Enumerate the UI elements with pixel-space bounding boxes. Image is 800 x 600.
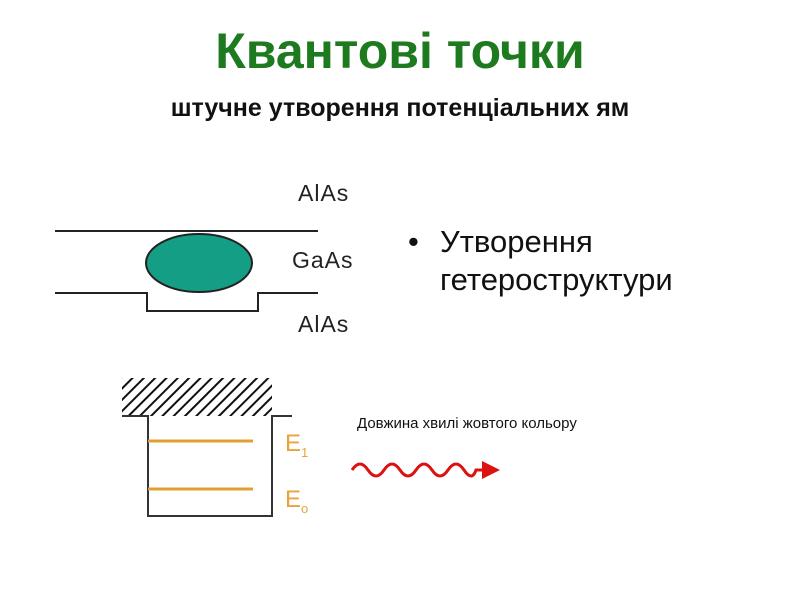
barrier-hatch <box>122 378 272 416</box>
energy-label-e1: E1 <box>285 430 308 460</box>
potential-well <box>122 415 292 517</box>
energy-label-e0-sub: o <box>301 500 309 516</box>
lower-interface-line <box>55 292 318 312</box>
wave-line <box>350 462 484 478</box>
energy-label-e0-base: E <box>285 486 302 513</box>
energy-label-e0: Eo <box>285 486 308 516</box>
bullet-marker: • <box>408 224 419 259</box>
layer-label-middle: GaAs <box>292 247 354 273</box>
quantum-dot <box>145 233 253 293</box>
layer-label-top: AlAs <box>298 180 350 206</box>
wave-arrowhead <box>482 461 500 479</box>
energy-label-e1-sub: 1 <box>301 444 309 460</box>
energy-label-e1-base: E <box>285 430 302 457</box>
slide-subtitle: штучне утворення потенціальних ям <box>170 94 630 122</box>
slide-title: Квантові точки <box>215 23 585 79</box>
layer-label-bottom: AlAs <box>298 311 350 337</box>
bullet-text: Утворення гетероструктури <box>440 224 673 297</box>
wave-caption: Довжина хвилі жовтого кольору <box>357 415 577 432</box>
